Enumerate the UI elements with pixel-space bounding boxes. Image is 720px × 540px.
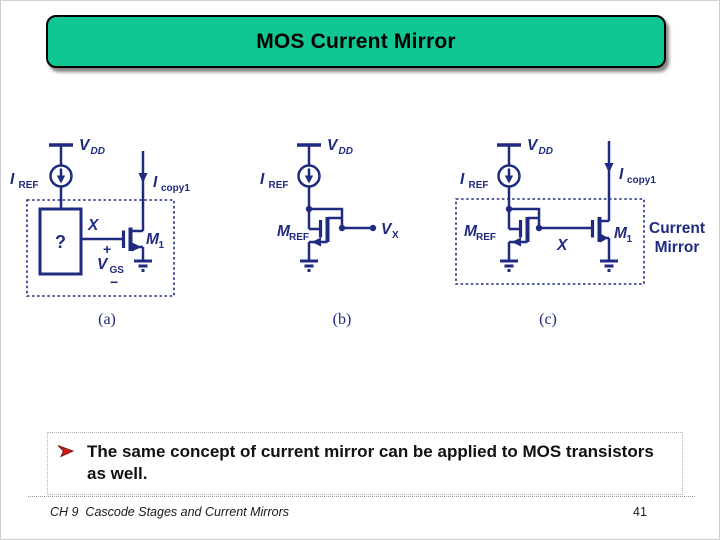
caption-a: (a)	[98, 311, 116, 328]
vx-label: V	[381, 221, 393, 238]
vdd-label-c: V	[527, 137, 539, 154]
red-arrow-icon	[57, 441, 87, 463]
svg-text:copy1: copy1	[627, 175, 656, 186]
m1-label-c: M	[614, 225, 628, 242]
dashed-box-a	[26, 199, 175, 297]
svg-text:DD: DD	[539, 146, 553, 157]
vdd-label-b: V	[327, 137, 339, 154]
svg-text:GS: GS	[110, 265, 125, 276]
svg-text:DD: DD	[339, 146, 353, 157]
icopy-label-c: I	[619, 166, 624, 183]
current-mirror-box	[455, 198, 645, 285]
ground-icon-c1	[500, 259, 518, 272]
circuit-b: V DD I REF M REF V X (b)	[260, 137, 399, 328]
footer-chapter: CH 9 Cascode Stages and Current Mirrors	[50, 505, 289, 519]
current-arrow-icon-a	[138, 173, 148, 183]
nmos-m1-symbol-a	[121, 227, 145, 260]
mref-label-c: M	[464, 223, 478, 240]
unknown-block-label: ?	[55, 232, 66, 252]
caption-b: (b)	[333, 311, 352, 328]
current-arrow-icon-c	[604, 163, 614, 173]
icopy-label-a: I	[153, 174, 158, 191]
caption-c: (c)	[539, 311, 557, 328]
vdd-label-a: V	[79, 137, 91, 154]
current-mirror-label-line2: Mirror	[655, 239, 700, 256]
circuits-figure: ? V DD I REF I copy1 X	[10, 137, 705, 328]
current-mirror-label-line1: Current	[649, 220, 705, 237]
ground-icon-c2	[600, 259, 618, 272]
iref-label-a: I	[10, 171, 15, 188]
node-x-label-c: X	[556, 237, 569, 254]
ground-icon-b	[300, 259, 318, 272]
iref-label-c: I	[460, 171, 465, 188]
nmos-mref-symbol-b	[307, 216, 342, 260]
unknown-block-a	[38, 207, 83, 276]
svg-text:1: 1	[627, 234, 633, 245]
page-number: 41	[633, 505, 647, 519]
current-source-icon-b	[297, 164, 321, 188]
node-dot-c	[505, 205, 513, 213]
svg-text:REF: REF	[469, 180, 489, 191]
svg-text:REF: REF	[19, 180, 39, 191]
plus-label: +	[103, 241, 111, 257]
svg-text:REF: REF	[289, 232, 309, 243]
current-source-icon-c	[497, 164, 521, 188]
node-x-label-a: X	[87, 217, 100, 234]
slide-title: MOS Current Mirror	[256, 29, 456, 53]
vgs-label: V	[97, 256, 109, 273]
circuit-c: V DD I REF I copy1 M REF X M 1 Current M…	[455, 137, 705, 328]
iref-label-b: I	[260, 171, 265, 188]
vx-terminal-dot	[369, 224, 377, 232]
nmos-m1-symbol-c	[590, 217, 611, 260]
svg-text:DD: DD	[91, 146, 105, 157]
minus-label: −	[110, 274, 118, 290]
svg-text:REF: REF	[269, 180, 289, 191]
svg-text:1: 1	[159, 240, 165, 251]
bullet-text: The same concept of current mirror can b…	[87, 442, 654, 484]
current-source-icon-a	[49, 164, 73, 188]
svg-text:REF: REF	[476, 232, 496, 243]
mref-label-b: M	[277, 223, 291, 240]
nmos-mref-symbol-c	[507, 216, 539, 260]
m1-label-a: M	[146, 231, 160, 248]
ground-icon-a	[134, 259, 152, 272]
bullet-text-box: The same concept of current mirror can b…	[47, 432, 683, 495]
circuit-a: ? V DD I REF I copy1 X	[10, 137, 190, 328]
slide-title-bar: MOS Current Mirror	[46, 15, 666, 68]
svg-text:X: X	[392, 230, 399, 241]
footer-divider	[28, 496, 695, 497]
svg-text:copy1: copy1	[161, 183, 190, 194]
